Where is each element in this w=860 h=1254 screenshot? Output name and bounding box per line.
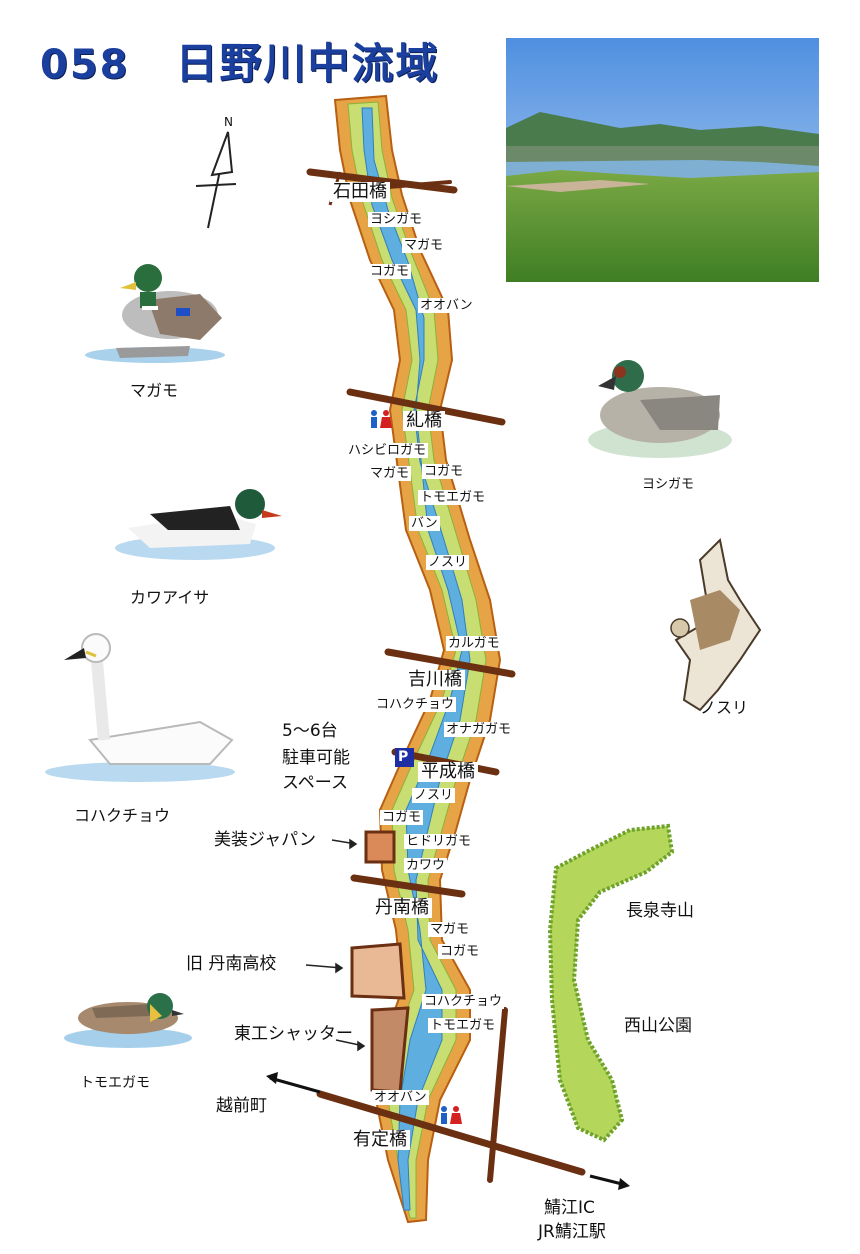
building-toko bbox=[370, 1006, 410, 1094]
building-old-school bbox=[350, 942, 406, 1000]
landscape-photo bbox=[506, 38, 819, 282]
place-label-mishou: 美装ジャパン bbox=[214, 830, 316, 850]
page-number: 058 bbox=[40, 42, 130, 88]
toilet-icon bbox=[441, 1106, 462, 1124]
species-label: コガモ bbox=[380, 810, 424, 825]
bird-caption-kawaaisa: カワアイサ bbox=[130, 588, 210, 607]
place-label-old-school: 旧 丹南高校 bbox=[186, 954, 277, 974]
species-label: コガモ bbox=[368, 264, 412, 279]
toilet-icon bbox=[371, 410, 392, 428]
buzzard-illustration bbox=[670, 537, 762, 712]
place-label-sabae-ic: 鯖江IC bbox=[544, 1198, 595, 1218]
place-label-jr-sabae: JR鯖江駅 bbox=[538, 1222, 606, 1242]
species-label: ノスリ bbox=[426, 555, 470, 570]
species-label: コガモ bbox=[438, 944, 482, 959]
parking-space: スペース bbox=[282, 773, 348, 793]
species-label: オオバン bbox=[418, 298, 475, 313]
place-label-toko: 東工シャッター bbox=[234, 1024, 353, 1044]
page-title: 058 日野川中流域 bbox=[40, 30, 440, 91]
place-label-echizen: 越前町 bbox=[216, 1096, 267, 1116]
species-label: ノスリ bbox=[412, 788, 456, 803]
building-mishou bbox=[364, 830, 396, 864]
bridge-label-tannan: 丹南橋 bbox=[372, 898, 432, 918]
pointer-arrows bbox=[305, 838, 366, 1052]
species-label: マガモ bbox=[402, 238, 446, 253]
parking-note: 駐車可能 bbox=[282, 748, 350, 768]
parking-letter: P bbox=[398, 749, 409, 765]
species-label: コハクチョウ bbox=[422, 994, 505, 1009]
species-label: カルガモ bbox=[446, 636, 502, 651]
species-label: コガモ bbox=[422, 464, 466, 479]
mallard-illustration bbox=[85, 264, 225, 363]
place-label-nishiyama: 西山公園 bbox=[624, 1016, 692, 1036]
goosander-illustration bbox=[115, 489, 282, 560]
parking-capacity: 5〜6台 bbox=[282, 721, 338, 741]
bird-caption-kohakucho: コハクチョウ bbox=[74, 806, 171, 825]
roads bbox=[306, 168, 586, 1183]
place-label-chosenji: 長泉寺山 bbox=[626, 901, 694, 921]
direction-arrow-echizen bbox=[266, 1072, 321, 1094]
species-label: マガモ bbox=[368, 466, 412, 481]
species-label: ハシビロガモ bbox=[346, 443, 429, 458]
nishiyama-hill bbox=[547, 823, 675, 1143]
bridge-label-heisei: 平成橋 bbox=[418, 762, 478, 782]
tundra-swan-illustration bbox=[45, 633, 235, 782]
species-label: マガモ bbox=[428, 922, 472, 937]
parking-icon bbox=[395, 748, 414, 767]
page-title-text: 日野川中流域 bbox=[175, 39, 440, 88]
compass-letter: N bbox=[224, 115, 233, 129]
bird-caption-magamo: マガモ bbox=[130, 381, 179, 400]
baikal-teal-illustration bbox=[64, 993, 192, 1048]
bridge-label-arisada: 有定橋 bbox=[350, 1130, 410, 1150]
species-label: トモエガモ bbox=[428, 1018, 498, 1033]
species-label: カワウ bbox=[404, 858, 448, 873]
bridge-label-yoshikawa: 吉川橋 bbox=[405, 670, 465, 690]
bridge-label-ishida: 石田橋 bbox=[330, 182, 390, 202]
falcated-duck-illustration bbox=[588, 360, 732, 458]
species-label: バン bbox=[409, 516, 440, 531]
species-label: ヒドリガモ bbox=[404, 834, 474, 849]
bird-caption-nosuri: ノスリ bbox=[700, 698, 749, 717]
bridge-label-tadasu: 糺橋 bbox=[403, 411, 445, 431]
species-label: オオバン bbox=[372, 1090, 429, 1105]
species-label: トモエガモ bbox=[418, 490, 488, 505]
species-label: コハクチョウ bbox=[374, 697, 457, 712]
bird-caption-tomoegamo: トモエガモ bbox=[80, 1075, 150, 1091]
species-label: オナガガモ bbox=[444, 722, 514, 737]
direction-arrow-sabae bbox=[589, 1174, 630, 1190]
bird-caption-yoshigamo: ヨシガモ bbox=[642, 477, 695, 492]
species-label: ヨシガモ bbox=[368, 212, 425, 227]
north-arrow-icon bbox=[195, 131, 237, 229]
